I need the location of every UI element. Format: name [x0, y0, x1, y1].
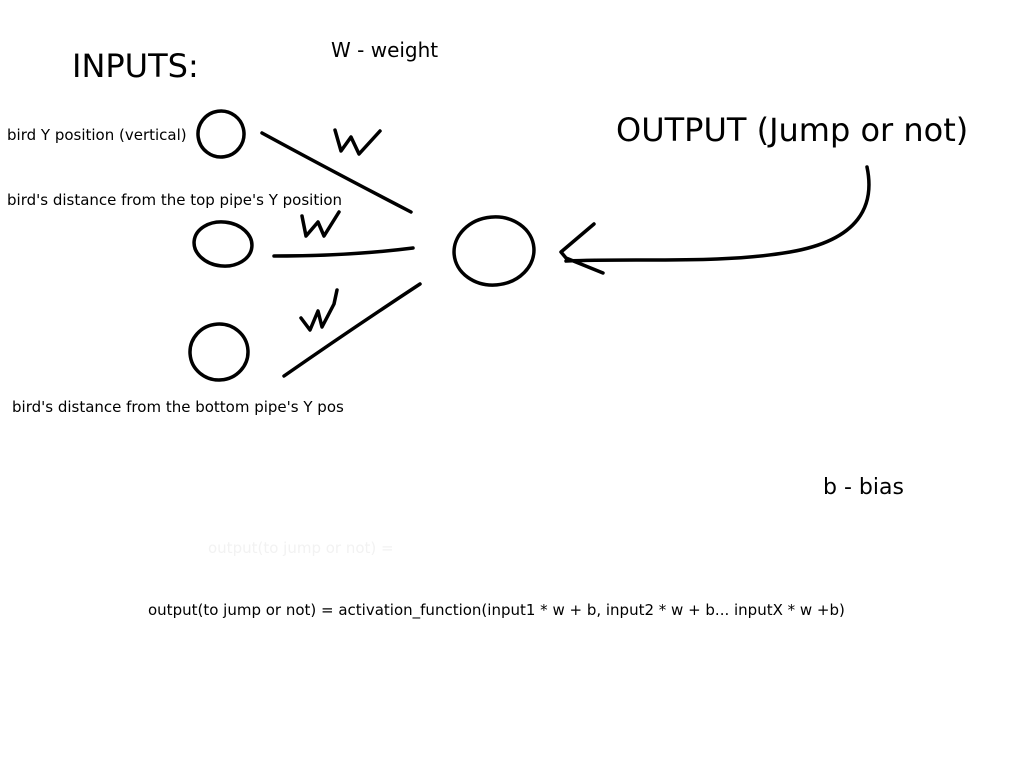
formula-ghost-text: output(to jump or not) = [208, 539, 394, 557]
input-label-bottom-pipe-distance: bird's distance from the bottom pipe's Y… [12, 398, 344, 416]
output-arrow-curve [564, 165, 871, 263]
weight-mark-3 [299, 288, 339, 332]
inputs-heading: INPUTS: [72, 47, 199, 85]
weight-mark-1 [333, 128, 382, 156]
connection-line-3 [282, 282, 422, 378]
connection-line-2 [272, 246, 415, 258]
input-node-2 [192, 220, 254, 268]
input-node-3 [188, 322, 250, 382]
output-node [452, 215, 536, 287]
formula-text: output(to jump or not) = activation_func… [148, 601, 845, 619]
input-node-1 [196, 109, 246, 159]
output-arrow-head [559, 222, 605, 275]
input-label-bird-y: bird Y position (vertical) [7, 126, 187, 144]
input-label-top-pipe-distance: bird's distance from the top pipe's Y po… [7, 191, 343, 209]
weight-mark-2 [300, 210, 341, 238]
connection-line-1 [260, 131, 413, 214]
bias-legend: b - bias [823, 475, 904, 500]
output-title: OUTPUT (Jump or not) [616, 111, 969, 149]
weight-legend: W - weight [331, 38, 439, 62]
